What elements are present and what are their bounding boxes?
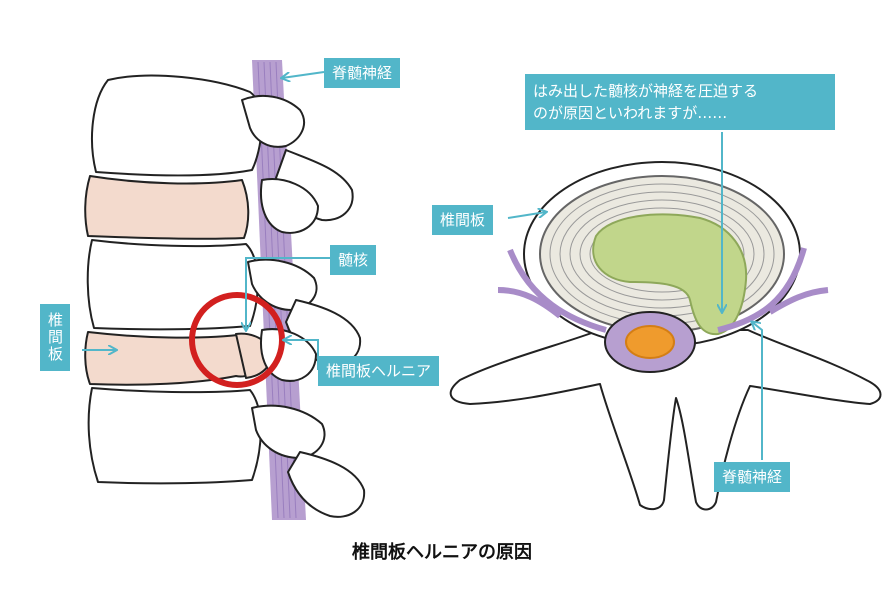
disc-upper	[84, 175, 250, 240]
leader-spinal-nerve-right	[752, 322, 763, 460]
vertebra-top-process	[241, 94, 305, 148]
spinal-cord	[625, 325, 675, 359]
leader-lines-right	[507, 132, 763, 460]
label-disc-right: 椎間板	[432, 205, 494, 235]
leader-spinal-nerve-left	[282, 71, 325, 78]
spine-cross-section	[449, 161, 882, 511]
vertebra-bottom	[87, 387, 262, 485]
spine-side-view	[84, 60, 366, 520]
label-disc-left: 椎間板	[40, 304, 70, 371]
vertebra-bottom-spinous	[287, 451, 366, 518]
leader-nucleus	[246, 257, 330, 330]
vertebra-top	[91, 74, 263, 177]
vertebra-middle	[86, 239, 259, 331]
label-spinal-nerve-right: 脊髄神経	[714, 462, 791, 492]
nerve-root-right	[717, 247, 829, 333]
figure-caption: 椎間板ヘルニアの原因	[352, 542, 532, 563]
callout-box: はみ出した髄核が神経を圧迫する のが原因といわれますが……	[525, 74, 835, 130]
label-nucleus: 髄核	[330, 245, 377, 275]
vertebra-middle-process	[247, 258, 318, 311]
nucleus-pulposus	[592, 213, 748, 336]
label-spinal-nerve-left: 脊髄神経	[324, 58, 401, 88]
callout-line-1: はみ出した髄核が神経を圧迫する	[533, 82, 759, 100]
nerve-root-left	[497, 248, 607, 333]
callout-line-2: のが原因といわれますが……	[533, 104, 728, 122]
facet-upper	[260, 178, 319, 234]
vertebral-arch	[449, 329, 882, 511]
leader-disc-right	[507, 212, 546, 219]
label-herniation: 椎間板ヘルニア	[318, 356, 440, 386]
vertebra-bottom-process	[251, 404, 326, 459]
